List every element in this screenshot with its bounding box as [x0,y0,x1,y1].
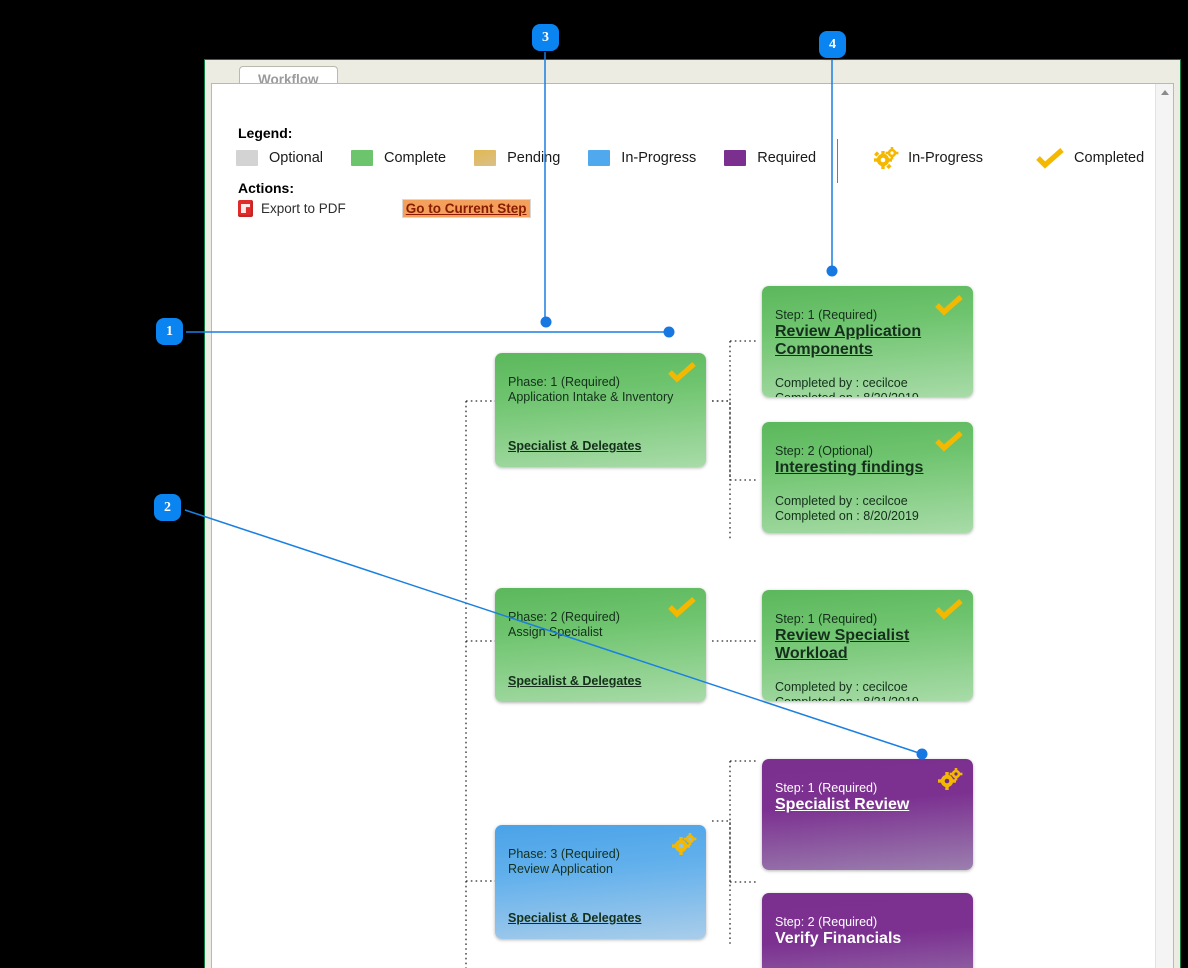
actions-section: Actions: Export to PDF Go to Current Ste… [236,180,531,218]
phase-node[interactable]: Phase: 3 (Required) Review Application S… [495,825,706,939]
legend-item-in-progress: In-Progress [588,150,696,166]
phase-line-1: Phase: 3 (Required) [508,847,620,861]
in-progress-swatch-icon [588,150,611,166]
phase-node-body: Phase: 3 (Required) Review Application [508,847,696,877]
step-node-body: Step: 1 (Required) Review Application Co… [775,308,963,397]
pending-swatch-icon [474,150,497,166]
step-completed-on: Completed on : 8/20/2019 [775,509,919,523]
pdf-icon[interactable] [238,200,253,217]
window-content: Legend: Optional Complete Pending In-Pro… [211,83,1174,968]
complete-swatch-icon [351,150,374,166]
phase-node[interactable]: Phase: 2 (Required) Assign Specialist Sp… [495,588,706,702]
step-node[interactable]: Step: 1 (Required) Review Specialist Wor… [762,590,973,701]
legend-label: Required [757,150,817,166]
gears-icon [671,832,697,860]
legend-label: Optional [269,150,324,166]
step-title-link[interactable]: Specialist Review [775,796,910,813]
required-swatch-icon [724,150,747,166]
callout-number: 4 [829,36,836,52]
go-to-current-step-link[interactable]: Go to Current Step [401,199,531,218]
step-title-link[interactable]: Interesting findings [775,459,924,476]
optional-swatch-icon [236,150,258,166]
phase-owner-link[interactable]: Specialist & Delegates [508,911,642,925]
step-node[interactable]: Step: 1 (Required) Specialist Review [762,759,973,870]
step-completed-by: Completed by : cecilcoe [775,494,908,508]
checkmark-icon [934,598,964,625]
phase-line-2: Review Application [508,862,613,876]
step-line-1: Step: 1 (Required) [775,308,878,322]
legend-label: Completed [1074,150,1145,166]
phase-line-2: Assign Specialist [508,625,603,639]
callout-number: 1 [166,323,173,339]
step-line-1: Step: 2 (Required) [775,915,878,929]
legend-item-in-progress-icon: In-Progress [873,146,984,170]
checkmark-icon [667,596,697,623]
legend-row: Optional Complete Pending In-Progress Re [236,145,1144,171]
export-to-pdf-button[interactable]: Export to PDF [261,201,346,216]
legend: Legend: Optional Complete Pending In-Pro… [236,125,1144,183]
legend-item-optional: Optional [236,150,323,166]
legend-item-pending: Pending [474,150,560,166]
legend-title: Legend: [238,125,293,141]
step-line-1: Step: 1 (Required) [775,781,878,795]
step-completed-by: Completed by : cecilcoe [775,680,908,694]
callout-number: 3 [542,29,549,45]
step-completed-on: Completed on : 8/20/2019 [775,391,963,397]
checkmark-icon [667,361,697,388]
callout-badge-1[interactable]: 1 [156,318,183,345]
checkmark-icon [934,294,964,321]
phase-line-1: Phase: 1 (Required) [508,375,620,389]
legend-label: Pending [507,150,561,166]
legend-divider [837,139,838,183]
step-title-link[interactable]: Review Specialist Workload [775,627,910,662]
step-node-body: Step: 2 (Required) Verify Financials [775,915,963,948]
step-node[interactable]: Step: 2 (Required) Verify Financials [762,893,973,968]
legend-label: In-Progress [621,150,697,166]
step-node[interactable]: Step: 2 (Optional) Interesting findings … [762,422,973,533]
actions-row: Export to PDF Go to Current Step [236,199,531,218]
phase-owner-link[interactable]: Specialist & Delegates [508,439,642,453]
callout-badge-3[interactable]: 3 [532,24,559,51]
actions-title: Actions: [238,180,294,196]
callout-number: 2 [164,499,171,515]
legend-item-required: Required [724,150,816,166]
legend-label: Complete [384,150,447,166]
checkmark-icon [934,430,964,457]
step-node-body: Step: 1 (Required) Specialist Review [775,781,963,814]
step-node-body: Step: 1 (Required) Review Specialist Wor… [775,612,963,701]
step-node[interactable]: Step: 1 (Required) Review Application Co… [762,286,973,397]
legend-label: In-Progress [908,150,984,166]
legend-item-completed-icon: Completed [1035,147,1144,169]
step-title[interactable]: Verify Financials [775,930,902,947]
vertical-scrollbar[interactable] [1155,84,1173,968]
phase-node[interactable]: Phase: 1 (Required) Application Intake &… [495,353,706,467]
workflow-window: Workflow Legend: Optional Complete [205,60,1180,968]
callout-badge-4[interactable]: 4 [819,31,846,58]
phase-node-body: Phase: 1 (Required) Application Intake &… [508,375,696,405]
phase-owner-link[interactable]: Specialist & Delegates [508,674,642,688]
gears-icon [937,767,963,795]
phase-line-2: Application Intake & Inventory [508,390,674,404]
step-completed-on: Completed on : 8/21/2019 [775,695,963,701]
checkmark-icon [1035,147,1065,169]
callout-badge-2[interactable]: 2 [154,494,181,521]
step-title-link[interactable]: Review Application Components [775,323,922,358]
legend-item-complete: Complete [351,150,446,166]
step-completed-by: Completed by : cecilcoe [775,376,908,390]
step-line-1: Step: 2 (Optional) [775,444,873,458]
gears-icon [873,146,899,170]
scroll-up-arrow-icon[interactable] [1156,84,1173,101]
